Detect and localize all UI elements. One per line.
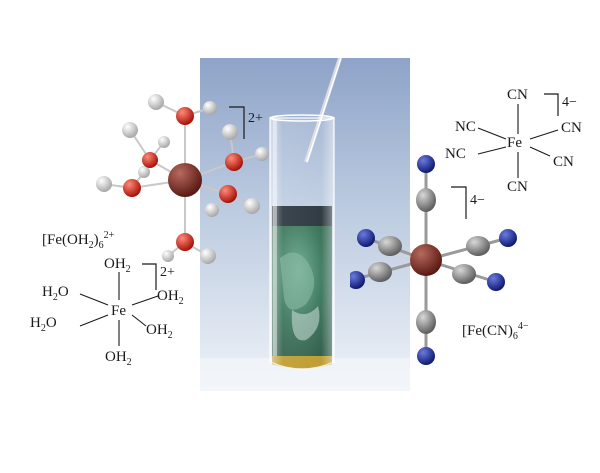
right-bottom-ligand: CN	[507, 179, 528, 195]
right-structure-charge: 4−	[562, 95, 577, 110]
left-top-ligand: OH2	[104, 256, 131, 275]
right-upper-left-ligand: NC	[455, 119, 476, 135]
fe-aqua-ball-stick-model	[96, 94, 269, 264]
left-bottom-ligand: OH2	[105, 349, 132, 368]
left-upper-right-ligand: OH2	[157, 288, 184, 307]
left-ball-bracket	[229, 106, 245, 139]
left-lower-right-ligand: OH2	[146, 322, 173, 341]
left-metal-label: Fe	[111, 303, 126, 319]
right-lower-right-ligand: CN	[553, 154, 574, 170]
right-lower-left-ligand: NC	[445, 146, 466, 162]
right-top-ligand: CN	[507, 87, 528, 103]
left-structure-bonds	[79, 263, 159, 346]
left-complex-name: [Fe(OH2)62+	[42, 230, 115, 251]
right-upper-right-ligand: CN	[561, 120, 582, 136]
right-ball-bracket	[451, 186, 467, 219]
left-lower-left-ligand: H2O	[30, 315, 57, 334]
right-complex-name: [Fe(CN)64−	[462, 321, 529, 342]
left-structure-charge: 2+	[160, 265, 175, 280]
left-ball-charge: 2+	[248, 111, 263, 126]
left-upper-left-ligand: H2O	[42, 284, 69, 303]
fe-cyano-ball-stick-model	[350, 155, 517, 365]
test-tube-photo	[200, 58, 410, 391]
right-ball-charge: 4−	[470, 193, 485, 208]
right-metal-label: Fe	[507, 135, 522, 151]
right-structure-bonds	[477, 93, 559, 178]
